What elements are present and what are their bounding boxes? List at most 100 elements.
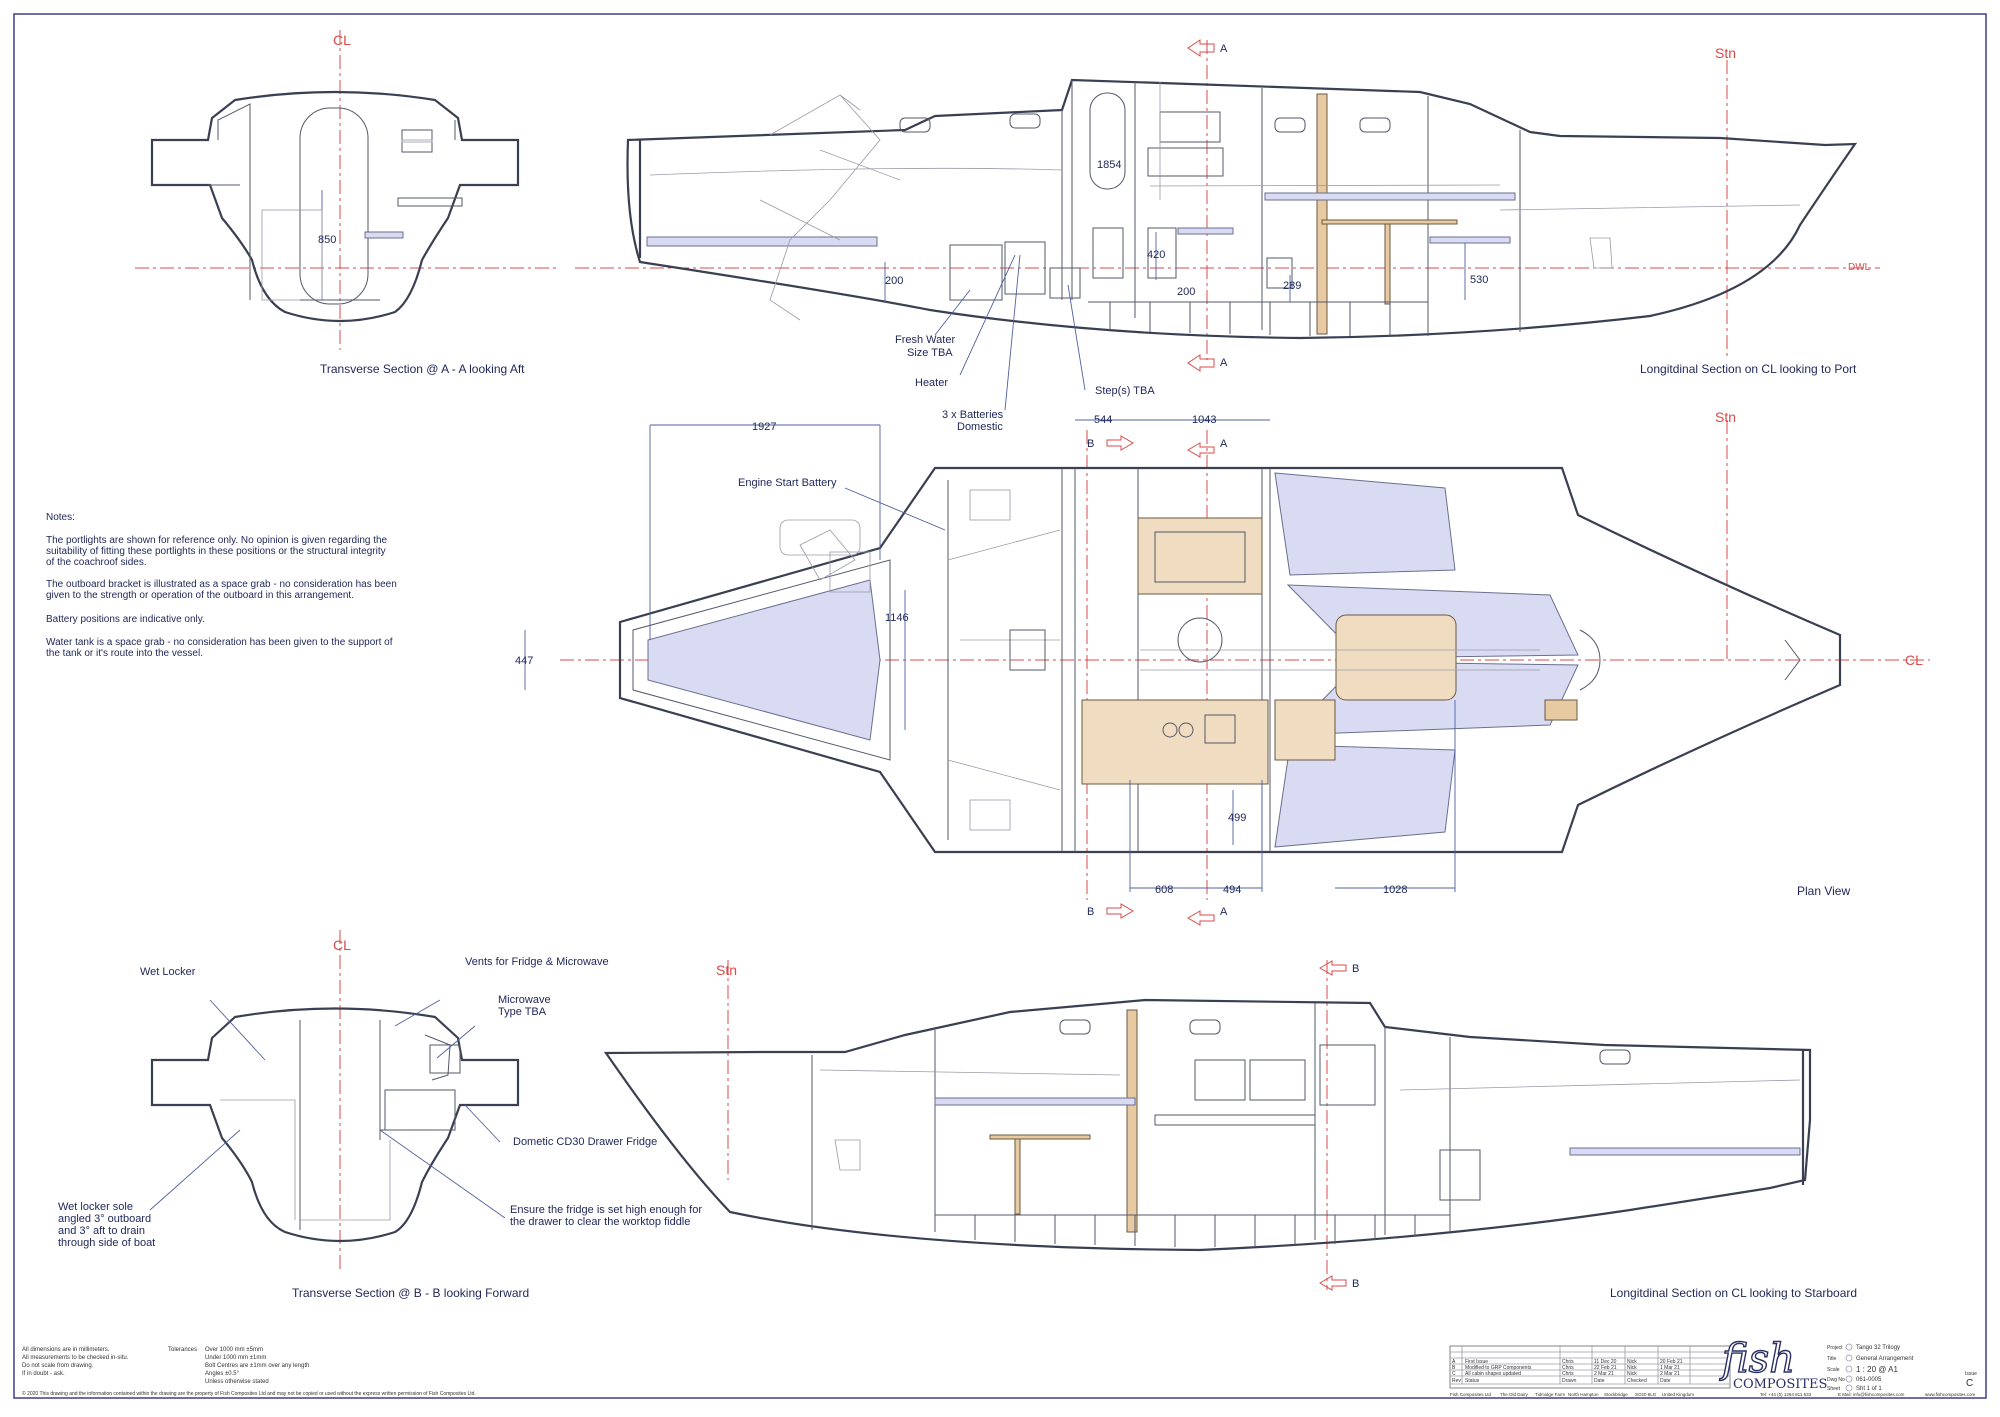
rev-b-cdate: 1 Mar 21: [1660, 1365, 1680, 1371]
dim-1927: 1927: [752, 421, 776, 433]
address-3: Tidmidge Farm: [1535, 1392, 1565, 1397]
callout-wet-locker-sole-2: angled 3° outboard: [58, 1213, 151, 1225]
section-a-marker-top: A: [1220, 43, 1228, 55]
tolerance-3: Bolt Centres are ±1mm over any length: [205, 1363, 309, 1369]
callout-heater: Heater: [915, 377, 948, 389]
section-a-marker-plan-bottom: A: [1220, 906, 1228, 918]
section-b-marker-plan-top: B: [1087, 438, 1094, 450]
note-1-line-3: of the coachroof sides.: [46, 557, 147, 568]
callout-wet-locker-sole-1: Wet locker sole: [58, 1201, 133, 1213]
dwg-value: 061-0005: [1856, 1377, 1882, 1383]
project-value: Tango 32 Trilogy: [1856, 1345, 1900, 1351]
transverse-section-bb: CL Wet Locker Vents for Fridge & Microwa…: [58, 930, 702, 1300]
general-note-1: All dimensions are in millimeters.: [22, 1347, 110, 1353]
centerline-marker: CL: [333, 32, 351, 48]
rev-header-date: Date: [1594, 1378, 1605, 1384]
dwl-marker: DWL: [1848, 262, 1871, 273]
rev-a-desc: First Issue: [1465, 1359, 1488, 1365]
dim-1028: 1028: [1383, 884, 1407, 896]
logo-fish: fish: [1719, 1336, 1795, 1382]
centerline-marker-plan: CL: [1905, 652, 1923, 668]
callout-engine-battery: Engine Start Battery: [738, 477, 837, 489]
rev-b: B: [1452, 1365, 1456, 1371]
section-a-marker-plan-top: A: [1220, 438, 1228, 450]
rev-c-by: Chris: [1562, 1371, 1574, 1377]
rev-header-checked: Checked: [1627, 1378, 1647, 1384]
rev-b-by: Chris: [1562, 1365, 1574, 1371]
callout-microwave-1: Microwave: [498, 994, 551, 1006]
logo-composites: COMPOSITES: [1733, 1377, 1827, 1392]
section-b-marker-stbd-top: B: [1352, 963, 1359, 975]
contact-tel: Tel: +44 (0) 1264 811 633: [1760, 1392, 1812, 1397]
note-2-line-1: The outboard bracket is illustrated as a…: [46, 579, 397, 590]
dim-544: 544: [1094, 414, 1112, 426]
tolerance-2: Under 1000 mm ±1mm: [205, 1355, 266, 1361]
project-label: Project: [1827, 1345, 1843, 1351]
dim-499: 499: [1228, 812, 1246, 824]
section-b-marker-plan-bottom: B: [1087, 906, 1094, 918]
footer-left: All dimensions are in millimeters. All m…: [22, 1347, 476, 1397]
rev-c: C: [1452, 1371, 1456, 1377]
issue-value: C: [1966, 1378, 1973, 1389]
scale-value: 1 : 20 @ A1: [1856, 1365, 1898, 1374]
title-section-bb: Transverse Section @ B - B looking Forwa…: [292, 1286, 529, 1300]
address-5: Stockbridge: [1604, 1392, 1628, 1397]
dim-447: 447: [515, 655, 533, 667]
callout-wet-locker-sole-4: through side of boat: [58, 1237, 155, 1249]
note-4-line-2: the tank or it's route into the vessel.: [46, 648, 203, 659]
callout-batteries-1: 3 x Batteries: [942, 409, 1004, 421]
address-6: SO20 6LG: [1635, 1392, 1657, 1397]
callout-fridge-high-1: Ensure the fridge is set high enough for: [510, 1204, 702, 1216]
general-note-2: All measurements to be checked in-situ.: [22, 1355, 129, 1361]
sheet-border: [13, 13, 1987, 1399]
rev-header-date2: Date: [1660, 1378, 1671, 1384]
rev-c-desc: All cabin shapes updated: [1465, 1371, 1521, 1377]
transverse-section-aa: CL 850 Transverse Section @ A - A lookin…: [135, 30, 560, 376]
rev-b-desc: Modified to GRP Components: [1465, 1365, 1532, 1371]
section-a-marker-bottom: A: [1220, 357, 1228, 369]
title-plan-view: Plan View: [1797, 884, 1850, 898]
callout-vents: Vents for Fridge & Microwave: [465, 956, 609, 968]
general-note-4: If in doubt - ask.: [22, 1371, 65, 1377]
scale-label: Scale: [1827, 1367, 1840, 1373]
rev-b-date: 22 Feb 21: [1594, 1365, 1617, 1371]
general-note-3: Do not scale from drawing.: [22, 1363, 94, 1369]
tolerance-4: Angles ±0.5°: [205, 1371, 240, 1377]
callout-microwave-2: Type TBA: [498, 1006, 547, 1018]
issue-label: Issue: [1965, 1371, 1977, 1377]
dim-494: 494: [1223, 884, 1241, 896]
callout-fresh-water-1: Fresh Water: [895, 334, 955, 346]
tolerance-5: Unless otherwise stated: [205, 1379, 269, 1385]
rev-c-cdate: 2 Mar 21: [1660, 1371, 1680, 1377]
note-1-line-2: suitability of fitting these portlights …: [46, 546, 386, 557]
contact-web: www.fishcomposites.com: [1925, 1392, 1976, 1397]
callout-fridge: Dometic CD30 Drawer Fridge: [513, 1136, 657, 1148]
note-2-line-2: given to the strength or operation of th…: [46, 590, 354, 601]
address-2: The Old Dairy: [1500, 1392, 1529, 1397]
notes-block: Notes: The portlights are shown for refe…: [46, 512, 397, 659]
centerline-marker-bb: CL: [333, 937, 351, 953]
rev-header-status: Status: [1465, 1378, 1480, 1384]
longitudinal-section-starboard: Stn B B Longitdinal Section on CL lookin…: [603, 960, 1857, 1300]
rev-c-chk: Nick: [1627, 1371, 1637, 1377]
title-long-port: Longitdinal Section on CL looking to Por…: [1640, 362, 1857, 376]
note-3: Battery positions are indicative only.: [46, 614, 205, 625]
dim-1043: 1043: [1192, 414, 1216, 426]
plan-view: Stn CL: [515, 409, 1930, 926]
dim-850: 850: [318, 234, 336, 246]
sheet-label: Sheet: [1827, 1386, 1841, 1392]
dim-289: 289: [1283, 280, 1301, 292]
title-section-aa: Transverse Section @ A - A looking Aft: [320, 362, 525, 376]
title-block: Project Tango 32 Trilogy Title General A…: [1827, 1343, 1977, 1392]
dim-530: 530: [1470, 274, 1488, 286]
rev-header-drawn: Drawn: [1562, 1378, 1577, 1384]
callout-wet-locker: Wet Locker: [140, 966, 196, 978]
rev-a-by: Chris: [1562, 1359, 1574, 1365]
rev-c-date: 2 Mar 21: [1594, 1371, 1614, 1377]
company-logo: fish COMPOSITES: [1718, 1335, 1827, 1392]
company-address: Fish Composites Ltd The Old Dairy Tidmid…: [1450, 1392, 1976, 1397]
revision-table: A First Issue Chris 11 Dec 20 Nick 20 Fe…: [1449, 1345, 1731, 1389]
station-marker: Stn: [1715, 45, 1736, 61]
tolerances-label: Tolerances: [168, 1347, 197, 1353]
